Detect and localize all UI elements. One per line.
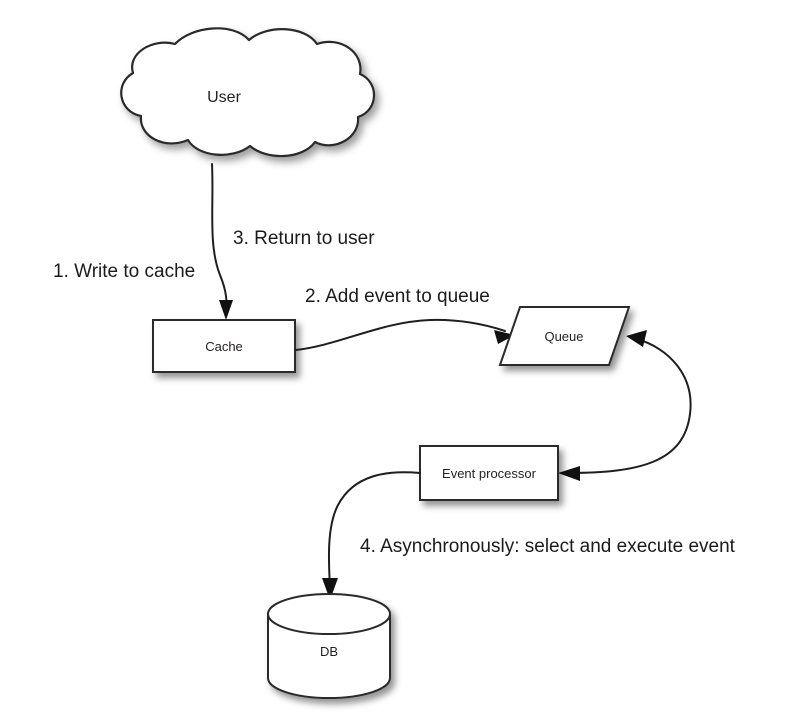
edge-user-to-cache-arrowhead	[219, 300, 233, 320]
edge-cache-to-queue-path	[295, 318, 506, 351]
node-queue[interactable]: Queue	[498, 306, 631, 366]
cache-box-shape	[152, 319, 296, 373]
edge-cache-to-queue	[295, 318, 515, 351]
db-label: DB	[320, 644, 338, 659]
user-cloud-shape	[120, 27, 375, 158]
event-processor-label: Event processor	[442, 466, 537, 481]
edge-user-to-cache	[211, 163, 233, 320]
node-user[interactable]: User	[120, 27, 375, 158]
step-4-label: 4. Asynchronously: select and execute ev…	[360, 536, 736, 557]
step-1-label: 1. Write to cache	[53, 261, 195, 282]
step-3-label: 3. Return to user	[233, 228, 375, 249]
edge-cache-to-queue-arrowhead	[494, 330, 515, 344]
edge-processor-to-db	[322, 471, 421, 600]
db-cylinder-shape	[267, 593, 391, 699]
queue-parallelogram-shape	[498, 306, 631, 366]
edge-user-to-cache-path	[211, 163, 228, 313]
queue-label: Queue	[544, 329, 583, 344]
event-processor-box-shape	[419, 445, 559, 501]
node-db[interactable]: DB	[267, 593, 391, 699]
edge-processor-to-queue-arrowhead-processor	[558, 466, 580, 481]
edge-processor-to-queue	[558, 330, 692, 481]
cache-label: Cache	[205, 339, 243, 354]
edge-processor-to-queue-arrowhead-queue	[626, 330, 647, 347]
edge-processor-to-db-path	[327, 471, 421, 589]
edge-processor-to-db-arrowhead	[322, 578, 338, 600]
node-cache[interactable]: Cache	[152, 319, 296, 373]
edge-processor-to-queue-path	[567, 338, 692, 474]
step-2-label: 2. Add event to queue	[305, 286, 490, 307]
user-label: User	[207, 89, 241, 106]
node-event-processor[interactable]: Event processor	[419, 445, 559, 501]
